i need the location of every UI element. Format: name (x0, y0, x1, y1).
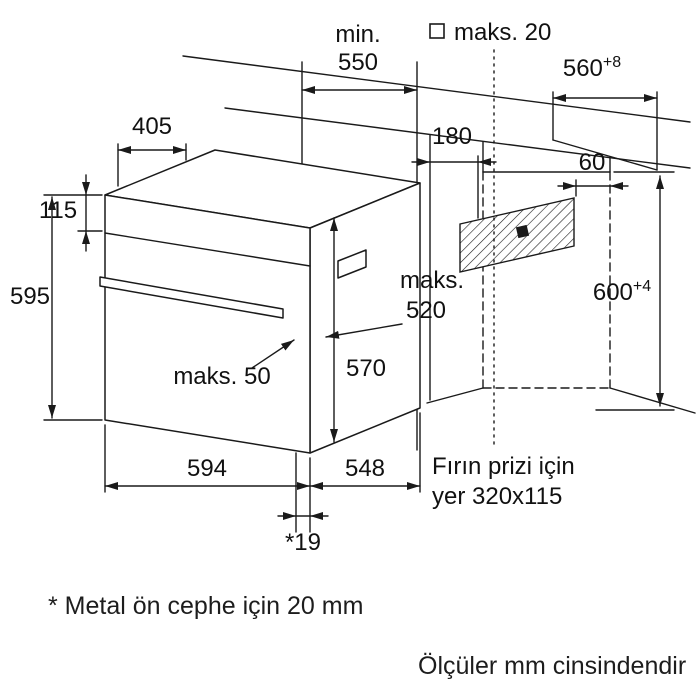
dim-front-height-value: 595 (10, 283, 50, 310)
niche-width-value: 560 (563, 55, 603, 82)
oven-front-face (104, 194, 311, 454)
dim-niche-height-label: 600+4 (593, 278, 651, 306)
socket-note-line1: Fırın prizi için (432, 453, 575, 480)
dim-max-depth-word: maks. (400, 267, 464, 294)
niche-height-tolerance: +4 (633, 278, 651, 295)
socket-area-hatched (459, 197, 575, 273)
dimension-annotations: min. 550 maks. 20 560+8 405 115 595 180 (10, 19, 675, 556)
dim-socket-offset-value: 180 (432, 123, 472, 150)
dim-body-height-value: 570 (346, 355, 386, 382)
units-note: Ölçüler mm cinsindendir (418, 652, 686, 680)
socket-note-line2: yer 320x115 (432, 483, 562, 510)
door-handle (99, 276, 284, 319)
socket-symbol (515, 224, 530, 239)
niche-height-value: 600 (593, 279, 633, 306)
niche-back-top-edge (552, 139, 658, 171)
oven-body (99, 149, 421, 454)
side-vent (337, 249, 367, 279)
dim-oven-width-value: 594 (187, 455, 227, 482)
dim-handle-depth-label: maks. 50 (173, 363, 270, 390)
worktop-back-edge (182, 55, 691, 123)
footnote-metal-front: * Metal ön cephe için 20 mm (48, 592, 363, 620)
leader-max-depth (325, 323, 403, 339)
control-panel-edge (104, 232, 311, 267)
floor-edge-left (426, 387, 484, 404)
dim-oven-depth-value: 548 (345, 455, 385, 482)
leader-handle-depth (251, 339, 295, 369)
dim-niche-depth-value: 550 (338, 49, 378, 76)
oven-side-face (309, 182, 421, 454)
dim-niche-width-label: 560+8 (563, 54, 621, 82)
dim-socket-edge-value: 60 (579, 149, 606, 176)
dim-wall-gap-label: maks. 20 (454, 19, 551, 46)
floor-edge-right (609, 387, 696, 414)
dim-niche-depth-word: min. (335, 21, 380, 48)
dim-max-depth-value: 520 (406, 297, 446, 324)
dim-door-front-value: *19 (285, 529, 321, 556)
niche-width-tolerance: +8 (603, 54, 621, 71)
notes: Fırın prizi için yer 320x115 * Metal ön … (48, 453, 686, 680)
dim-top-depth-value: 405 (132, 113, 172, 140)
dim-panel-height-value: 115 (39, 197, 77, 224)
cabinet-outline (182, 49, 696, 451)
wall-gap-square-icon (429, 23, 445, 39)
